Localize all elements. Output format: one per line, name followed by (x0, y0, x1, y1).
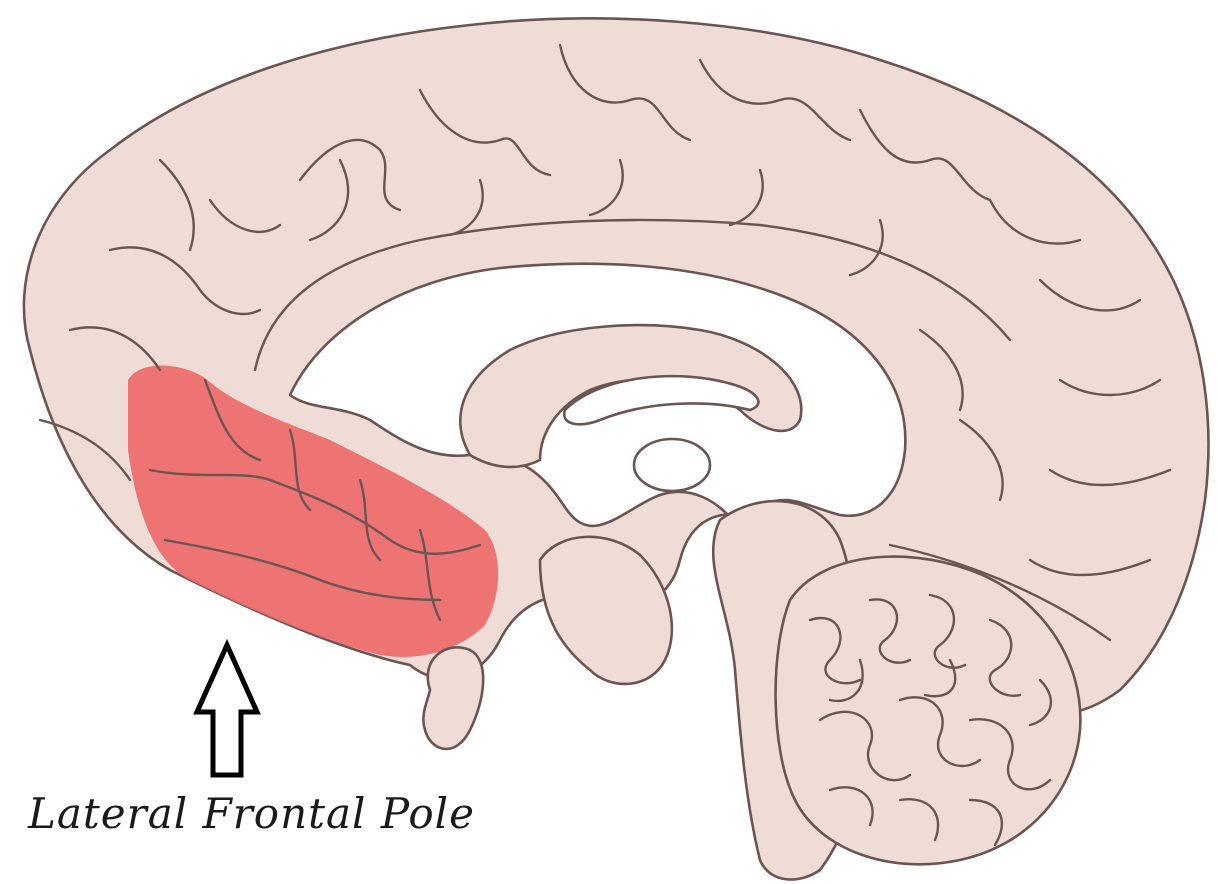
region-label: Lateral Frontal Pole (27, 789, 475, 838)
up-arrow-icon (197, 645, 257, 775)
pituitary (423, 647, 483, 749)
thalamus (634, 439, 710, 491)
